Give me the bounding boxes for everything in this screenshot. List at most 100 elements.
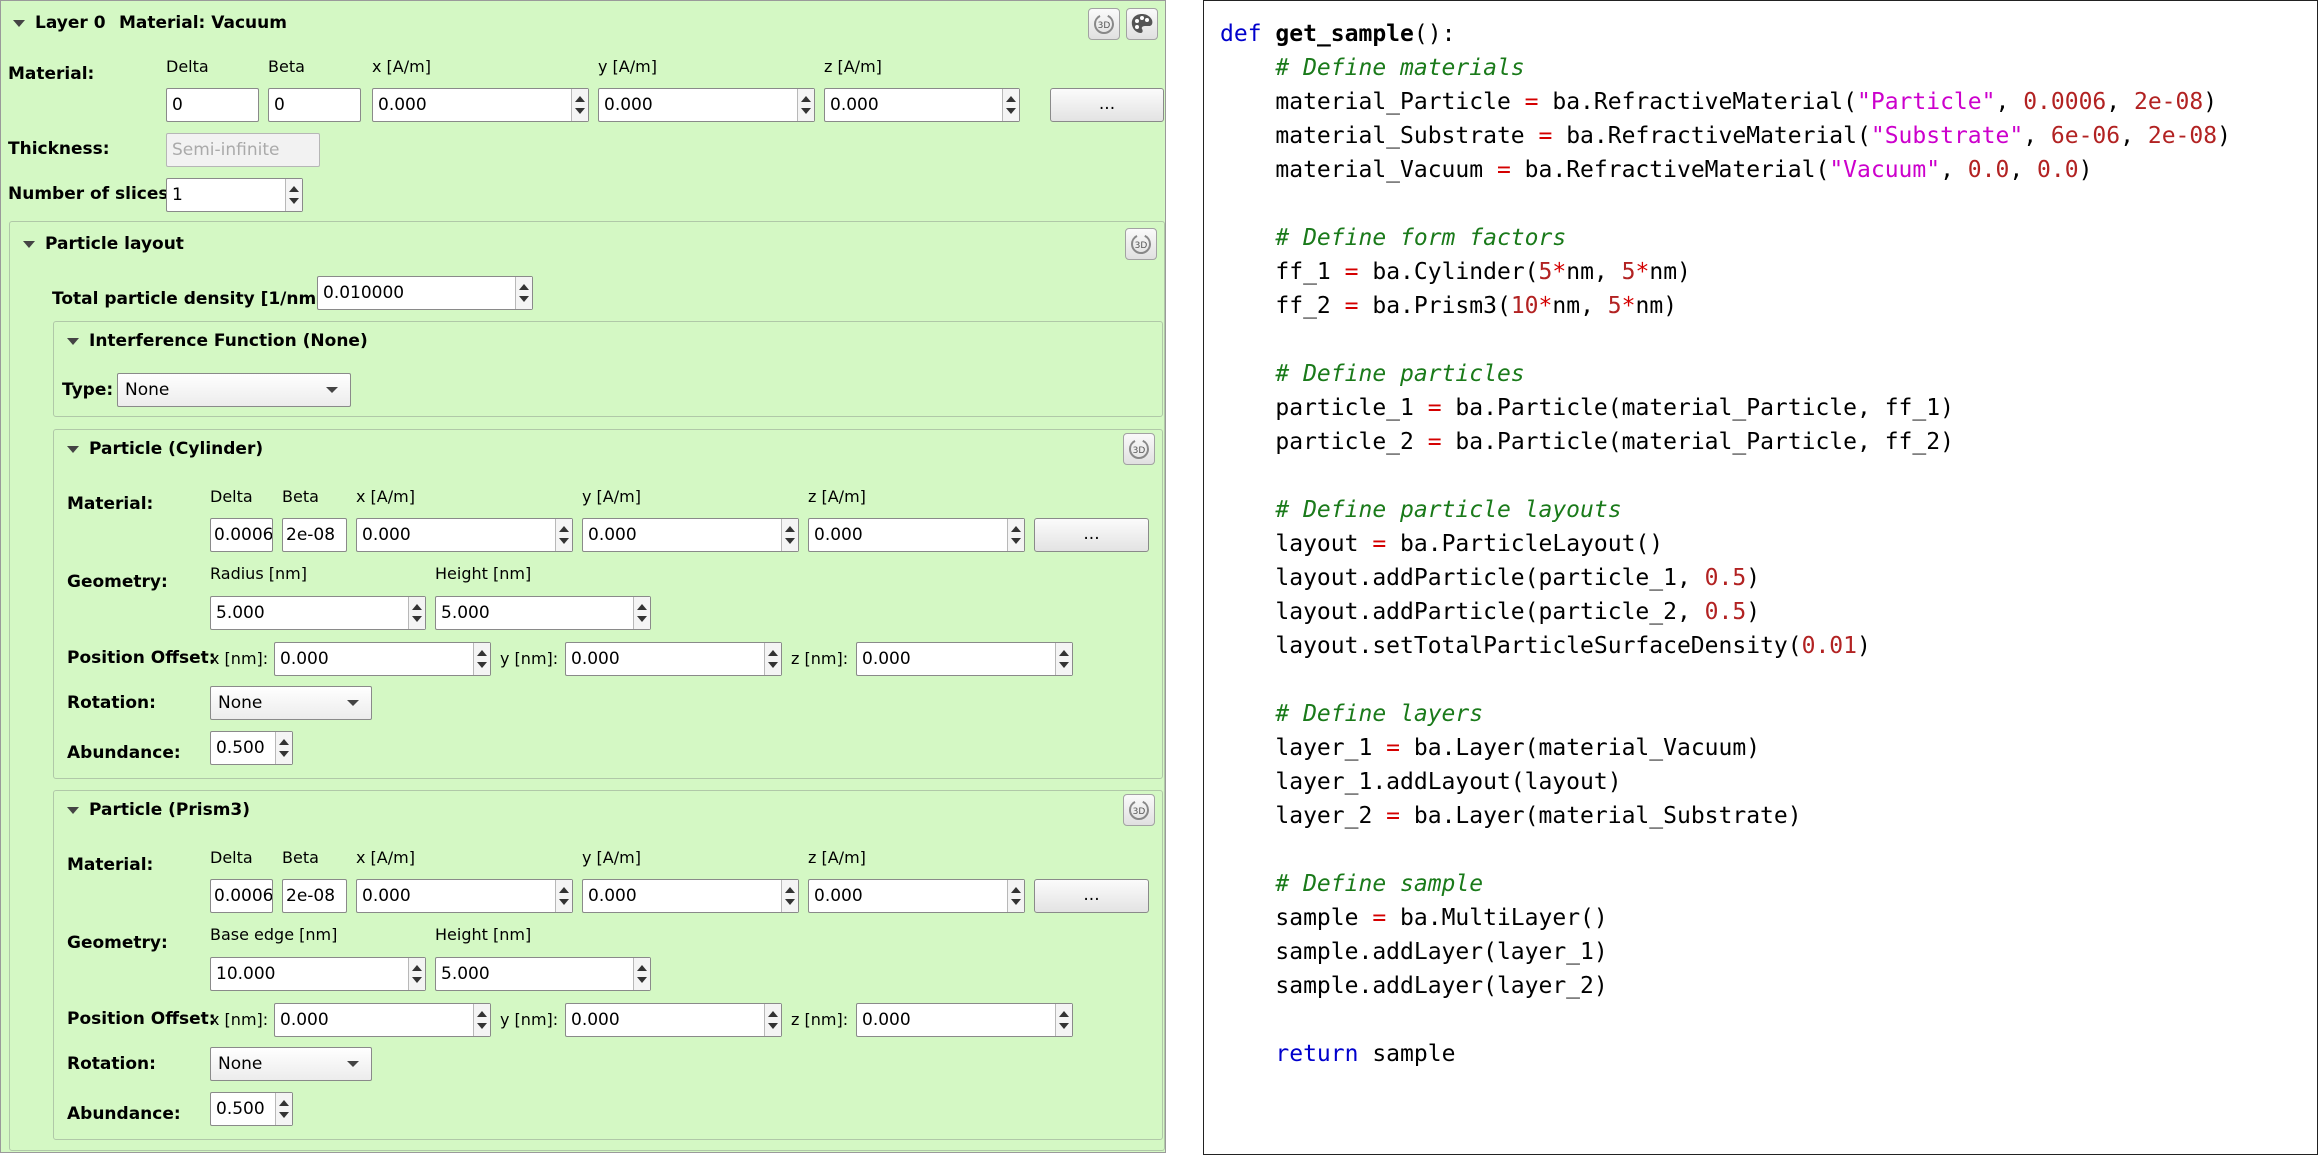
delta-field[interactable]: 0.0006 [210, 518, 273, 552]
y-caption: y [A/m] [582, 487, 641, 506]
density-spinbox[interactable]: 0.010000 [317, 276, 533, 310]
spin-buttons[interactable] [781, 880, 798, 912]
slices-spinbox[interactable]: 1 [166, 178, 303, 212]
chevron-down-icon [326, 387, 338, 393]
z-caption: z [A/m] [808, 487, 866, 506]
offset-z-spinbox[interactable]: 0.000 [856, 1003, 1073, 1037]
code-text: ) [2203, 89, 2218, 115]
interference-type-select[interactable]: None [117, 373, 351, 407]
spin-buttons[interactable] [515, 277, 532, 309]
code-number: 5 [1538, 259, 1553, 285]
delta-field[interactable]: 0 [166, 88, 259, 122]
spin-value: 0.000 [571, 649, 620, 669]
delta-field[interactable]: 0.0006 [210, 879, 273, 913]
palette-icon[interactable] [1126, 8, 1158, 40]
spin-buttons[interactable] [764, 643, 781, 675]
spin-buttons[interactable] [275, 732, 292, 764]
offset-z-caption: z [nm]: [791, 1010, 849, 1029]
offset-x-spinbox[interactable]: 0.000 [274, 1003, 491, 1037]
spin-value: 1 [172, 185, 183, 205]
3d-view-icon[interactable]: 3D [1125, 228, 1157, 260]
abundance-spinbox[interactable]: 0.500 [210, 731, 293, 765]
magnetization-z-field[interactable]: 0.000 [824, 88, 1020, 122]
code-line: layout.addParticle(particle_1, 0.5) [1220, 563, 1760, 593]
code-operator: = [1344, 293, 1359, 319]
spin-buttons[interactable] [1007, 880, 1024, 912]
material-browse-button[interactable]: ... [1034, 879, 1149, 913]
particle-title: Particle (Cylinder) [89, 439, 264, 459]
spin-value: 0.000 [814, 525, 863, 545]
base-edge-spinbox[interactable]: 10.000 [210, 957, 426, 991]
code-text: ) [2078, 157, 2093, 183]
collapse-arrow-icon[interactable] [13, 20, 25, 27]
spin-buttons[interactable] [555, 519, 572, 551]
magnetization-y-field[interactable]: 0.000 [582, 879, 799, 913]
magnetization-z-field[interactable]: 0.000 [808, 518, 1025, 552]
x-caption: x [A/m] [356, 848, 415, 867]
collapse-arrow-icon[interactable] [67, 807, 79, 814]
spin-buttons[interactable] [1055, 643, 1072, 675]
code-line: layout = ba.ParticleLayout() [1220, 529, 1663, 559]
rotation-select[interactable]: None [210, 1047, 372, 1081]
spin-buttons[interactable] [473, 643, 490, 675]
code-text: material_Particle [1275, 89, 1525, 115]
collapse-arrow-icon[interactable] [23, 241, 35, 248]
3d-view-icon[interactable]: 3D [1123, 433, 1155, 465]
spin-buttons[interactable] [555, 880, 572, 912]
magnetization-x-field[interactable]: 0.000 [356, 518, 573, 552]
spin-buttons[interactable] [473, 1004, 490, 1036]
spin-buttons[interactable] [571, 89, 588, 121]
code-function-name: get_sample [1275, 21, 1414, 47]
height-spinbox[interactable]: 5.000 [435, 957, 651, 991]
code-text: nm, [1552, 293, 1608, 319]
collapse-arrow-icon[interactable] [67, 338, 79, 345]
magnetization-x-field[interactable]: 0.000 [372, 88, 589, 122]
svg-text:3D: 3D [1135, 241, 1148, 251]
geometry-label: Geometry: [67, 572, 168, 592]
spin-value: 0.000 [862, 649, 911, 669]
select-value: None [125, 380, 170, 400]
spin-buttons[interactable] [275, 1093, 292, 1125]
3d-view-icon[interactable]: 3D [1088, 8, 1120, 40]
code-string: "Particle" [1857, 89, 1996, 115]
beta-field[interactable]: 0 [268, 88, 361, 122]
offset-z-spinbox[interactable]: 0.000 [856, 642, 1073, 676]
code-text: , [1940, 157, 1968, 183]
magnetization-y-field[interactable]: 0.000 [598, 88, 815, 122]
beta-field[interactable]: 2e-08 [282, 879, 347, 913]
code-number: 5 [1607, 293, 1622, 319]
offset-y-spinbox[interactable]: 0.000 [565, 642, 782, 676]
code-line: # Define particle layouts [1220, 495, 1621, 525]
spin-buttons[interactable] [781, 519, 798, 551]
code-text: sample.addLayer(layer_1) [1275, 939, 1608, 965]
spin-buttons[interactable] [1007, 519, 1024, 551]
magnetization-x-field[interactable]: 0.000 [356, 879, 573, 913]
code-operator: = [1386, 803, 1401, 829]
offset-y-spinbox[interactable]: 0.000 [565, 1003, 782, 1037]
radius-spinbox[interactable]: 5.000 [210, 596, 426, 630]
spin-buttons[interactable] [408, 597, 425, 629]
code-text: ) [1856, 633, 1871, 659]
material-browse-button[interactable]: ... [1050, 88, 1164, 122]
spin-buttons[interactable] [633, 958, 650, 990]
spin-buttons[interactable] [797, 89, 814, 121]
spin-buttons[interactable] [285, 179, 302, 211]
abundance-spinbox[interactable]: 0.500 [210, 1092, 293, 1126]
code-text: nm) [1649, 259, 1691, 285]
material-browse-button[interactable]: ... [1034, 518, 1149, 552]
svg-text:3D: 3D [1133, 446, 1146, 456]
offset-x-spinbox[interactable]: 0.000 [274, 642, 491, 676]
code-line: sample.addLayer(layer_2) [1220, 971, 1607, 1001]
collapse-arrow-icon[interactable] [67, 446, 79, 453]
magnetization-z-field[interactable]: 0.000 [808, 879, 1025, 913]
spin-buttons[interactable] [633, 597, 650, 629]
magnetization-y-field[interactable]: 0.000 [582, 518, 799, 552]
beta-field[interactable]: 2e-08 [282, 518, 347, 552]
spin-buttons[interactable] [764, 1004, 781, 1036]
rotation-select[interactable]: None [210, 686, 372, 720]
spin-buttons[interactable] [1002, 89, 1019, 121]
height-spinbox[interactable]: 5.000 [435, 596, 651, 630]
3d-view-icon[interactable]: 3D [1123, 794, 1155, 826]
spin-buttons[interactable] [408, 958, 425, 990]
spin-buttons[interactable] [1055, 1004, 1072, 1036]
